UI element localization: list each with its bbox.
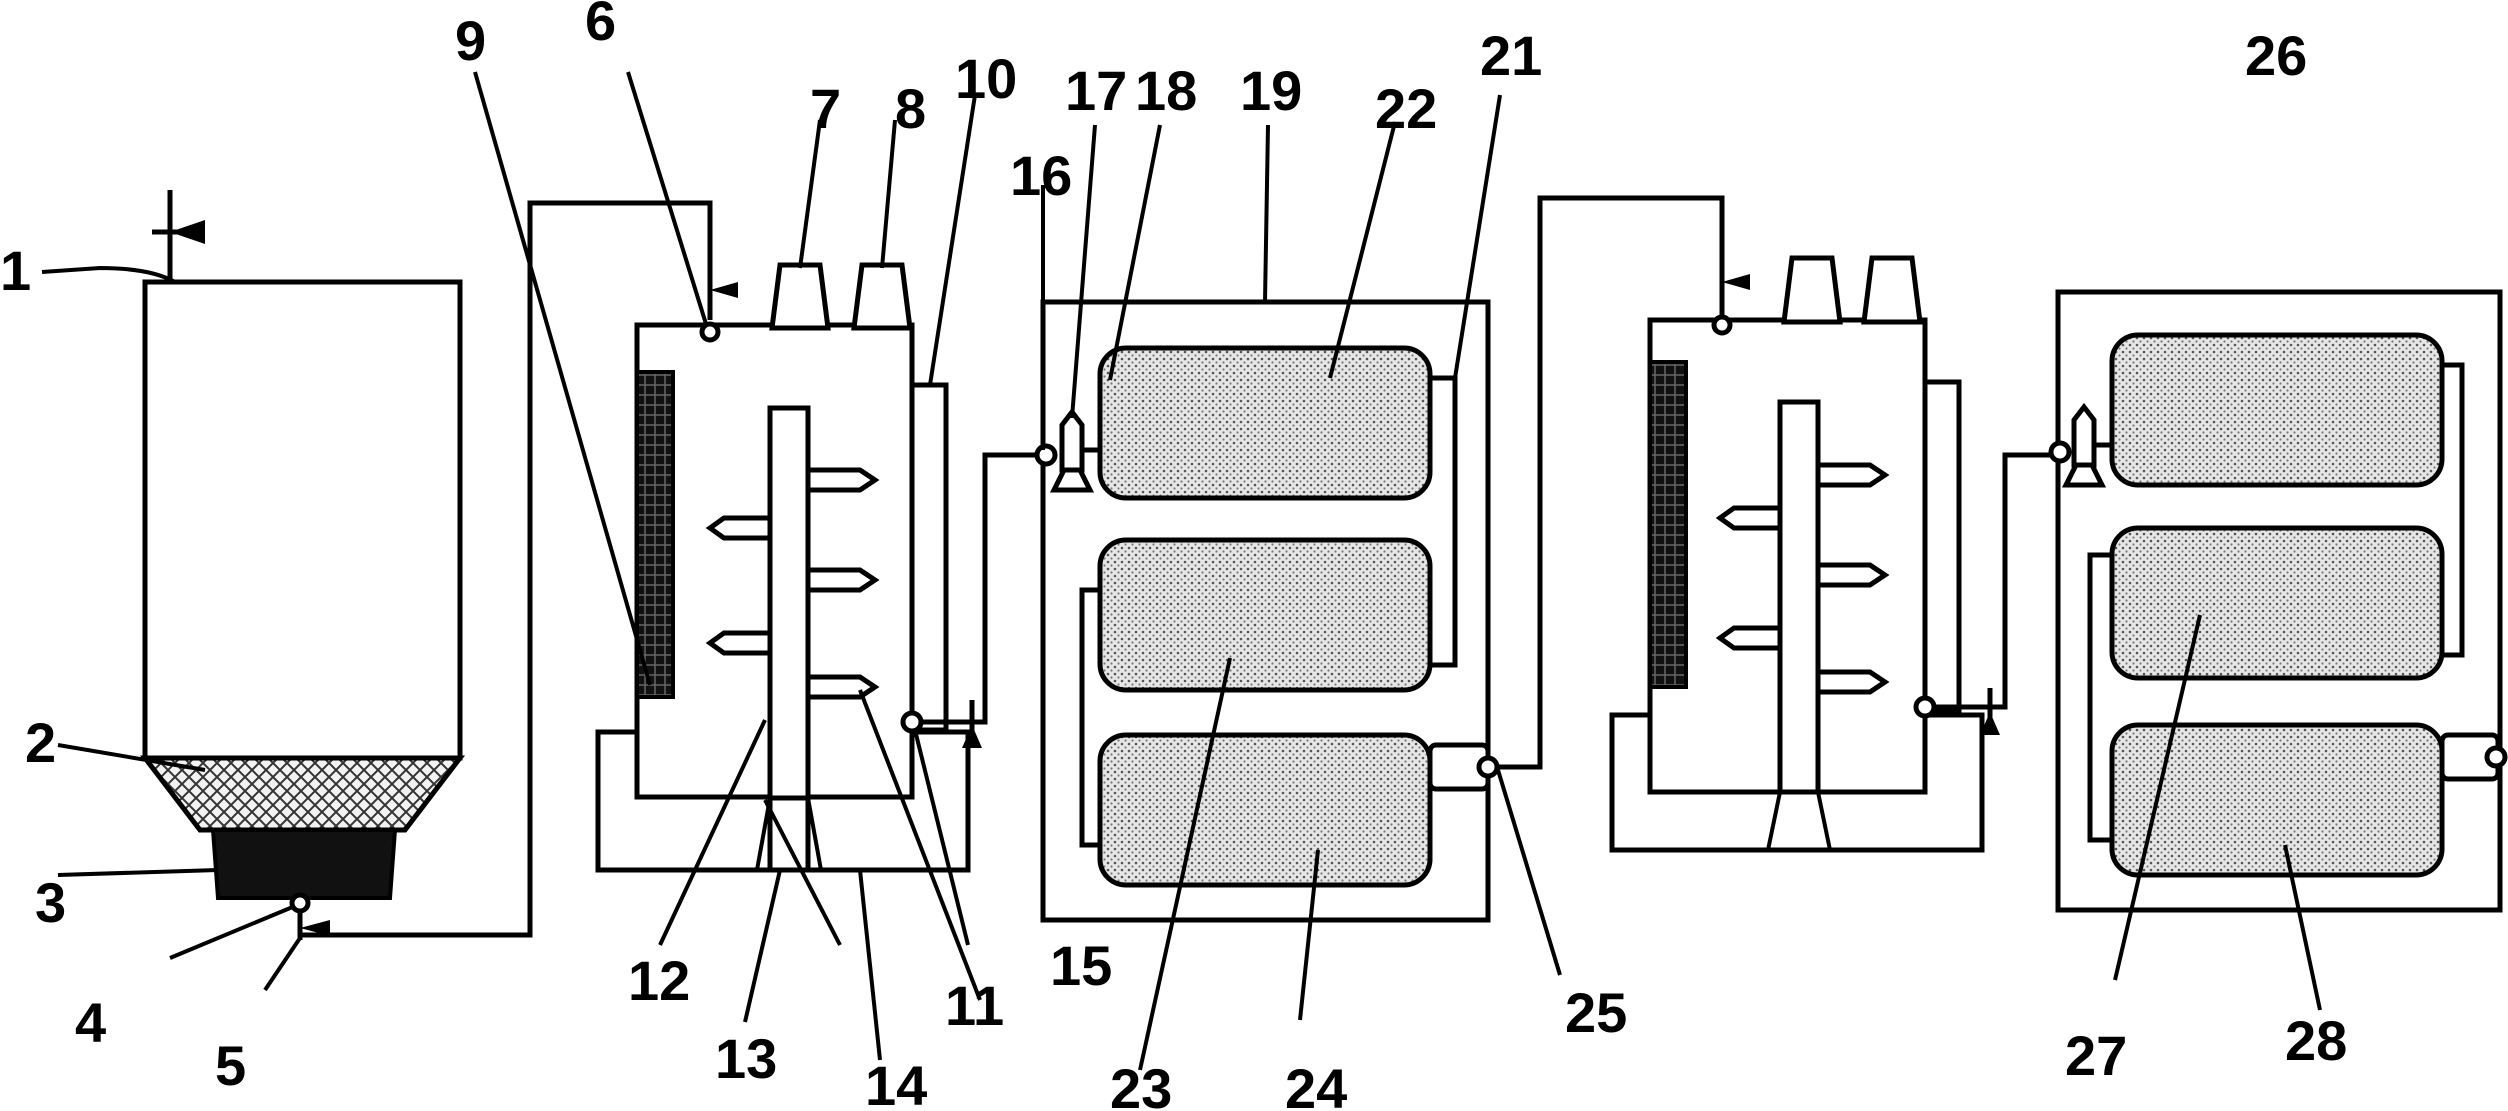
leader-lines [41, 71, 2322, 1071]
hopper-8 [851, 262, 913, 331]
label-13: 13 [715, 1027, 777, 1090]
side-tube [909, 382, 949, 733]
pump-icon [1059, 407, 1085, 473]
paddle [805, 467, 880, 493]
connector-tube [1430, 375, 1458, 668]
paddle [705, 630, 773, 656]
paddle [805, 567, 880, 593]
dark-base-layer [210, 828, 398, 900]
filter-box-2 [2048, 289, 2508, 913]
label-22: 22 [1375, 77, 1437, 140]
label-21: 21 [1480, 24, 1542, 87]
valve-icon [170, 220, 205, 244]
transfer-pipe [1497, 195, 1725, 770]
valve-icon [1722, 274, 1750, 290]
label-11: 11 [945, 974, 1004, 1037]
label-1: 1 [0, 239, 31, 302]
label-19: 19 [1240, 59, 1302, 122]
label-8: 8 [895, 77, 926, 140]
connector-tube [1079, 587, 1100, 848]
label-27: 27 [2065, 1024, 2127, 1087]
paddle [805, 674, 880, 700]
label-6: 6 [585, 0, 616, 52]
label-15: 15 [1050, 934, 1112, 997]
outlet-joint [1476, 755, 1500, 779]
label-12: 12 [628, 949, 690, 1012]
connector-tube [2087, 552, 2112, 843]
label-16: 16 [1010, 144, 1072, 207]
cartridge-23 [1097, 537, 1433, 693]
cartridge-22 [1097, 345, 1433, 501]
valve-icon [962, 725, 982, 748]
label-4: 4 [75, 991, 106, 1054]
label-10: 10 [955, 47, 1017, 110]
valve-icon [1980, 712, 2000, 735]
outlet-joint [900, 710, 924, 734]
filter-mesh-layer [139, 755, 466, 833]
cartridge-28 [2109, 722, 2445, 878]
transfer-pipe [975, 452, 1040, 725]
connector-tube [2442, 362, 2465, 658]
reactor-2 [1609, 255, 2000, 853]
pump-icon [2071, 402, 2097, 468]
valve-icon [300, 920, 330, 936]
paddle [705, 515, 773, 541]
label-2: 2 [25, 711, 56, 774]
agitator-shaft [767, 405, 811, 801]
outlet-joint [289, 892, 311, 914]
label-17: 17 [1065, 59, 1127, 122]
inlet-joint [699, 321, 721, 343]
label-5: 5 [215, 1034, 246, 1097]
label-23: 23 [1110, 1057, 1172, 1111]
cartridge-27 [2109, 525, 2445, 681]
transfer-pipe [1992, 452, 2050, 710]
label-28: 28 [2285, 1009, 2347, 1072]
storage-tank [139, 190, 466, 940]
label-24: 24 [1285, 1057, 1347, 1111]
reactor-1 [595, 262, 982, 873]
hopper-7 [769, 262, 831, 331]
outlet-joint [2484, 745, 2508, 769]
agitator-shaft [1777, 399, 1821, 795]
filter-box-1 [1034, 299, 1500, 923]
heating-plate [635, 370, 675, 699]
inlet-joint [1034, 443, 1058, 467]
label-18: 18 [1135, 59, 1197, 122]
outlet-joint [1913, 695, 1937, 719]
number-labels: 1 2 3 4 5 6 7 8 9 10 11 12 13 14 15 16 1… [0, 0, 2347, 1111]
cartridge-24 [1097, 732, 1433, 888]
label-3: 3 [35, 871, 66, 934]
side-tube [1922, 379, 1962, 715]
cartridge-26 [2109, 332, 2445, 488]
valve-icon [710, 282, 738, 298]
label-26: 26 [2245, 24, 2307, 87]
heating-plate [1648, 360, 1688, 689]
label-14: 14 [865, 1054, 927, 1111]
label-7: 7 [810, 77, 841, 140]
feed-pipe [300, 200, 713, 938]
label-25: 25 [1565, 981, 1627, 1044]
label-9: 9 [455, 9, 486, 72]
